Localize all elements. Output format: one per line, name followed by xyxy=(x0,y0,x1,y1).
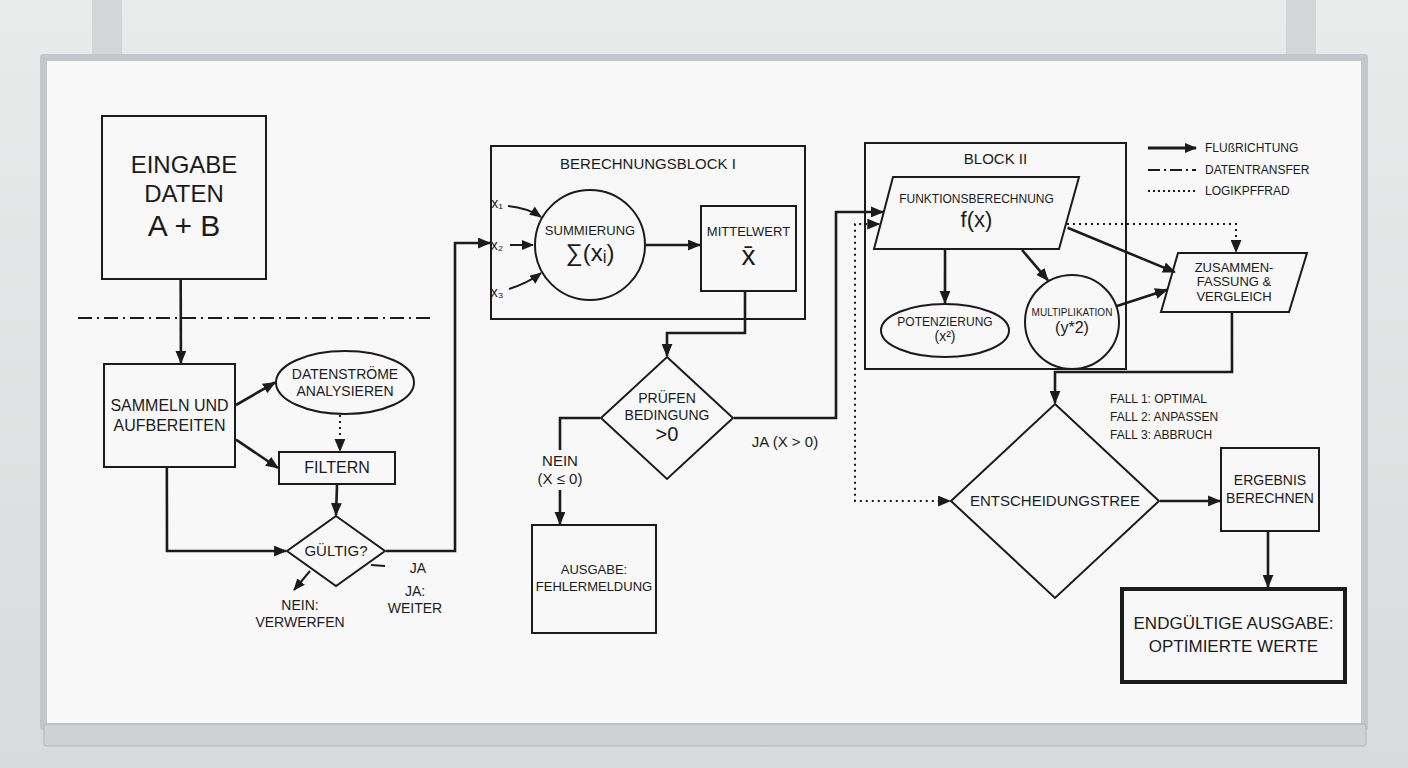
node-text: FILTERN xyxy=(304,459,369,477)
logic-path-connector xyxy=(855,224,950,501)
wall-rail xyxy=(1286,0,1316,60)
case-note: FALL 1: OPTIMAL xyxy=(1110,392,1207,406)
node-text: GÜLTIG? xyxy=(304,542,367,559)
flow-connector xyxy=(236,440,278,468)
flow-connector xyxy=(1267,532,1270,587)
outline-path xyxy=(287,516,385,586)
flow-connector xyxy=(734,212,883,418)
ellipse-node: MULTIPLIKATION(y*2) xyxy=(1024,274,1120,370)
flow-connector xyxy=(179,280,182,363)
flow-connector xyxy=(667,292,745,356)
ellipse-node: DATENSTRÖME ANALYSIEREN xyxy=(275,350,415,415)
block-heading: BERECHNUNGSBLOCK I xyxy=(560,155,736,172)
node-text: MULTIPLIKATION xyxy=(1032,307,1113,319)
process-box: MITTELWERTx̄ xyxy=(700,205,797,292)
node-text: ENTSCHEIDUNGSTREE xyxy=(970,492,1140,509)
node-text: ZUSAMMEN- FASSUNG & VERGLEICH xyxy=(1180,261,1288,304)
legend-text: LOGIKPFFRAD xyxy=(1205,184,1290,198)
node-text: ENDGÜLTIGE AUSGABE: OPTIMIERTE WERTE xyxy=(1126,613,1341,659)
branch-note: JA: WEITER xyxy=(383,583,448,617)
flow-connector xyxy=(1160,500,1220,503)
process-box: ENDGÜLTIGE AUSGABE: OPTIMIERTE WERTE xyxy=(1120,587,1347,684)
outline-path xyxy=(1161,253,1307,312)
node-text: SAMMELN UND AUFBEREITEN xyxy=(107,396,232,436)
node-text: ERGEBNIS BERECHNEN xyxy=(1223,472,1317,507)
block-frame: BERECHNUNGSBLOCK I SUMMIERUNG∑(xᵢ) MITTELW… xyxy=(490,145,806,320)
flow-connector xyxy=(944,250,947,303)
node-text: FUNKTIONSBERECHNUNG xyxy=(899,193,1054,207)
process-box: ERGEBNIS BERECHNEN xyxy=(1220,447,1320,532)
marker-tray xyxy=(44,724,1366,746)
node-text: ∑(xᵢ) xyxy=(566,239,615,267)
block-frame: BLOCK II FUNKTIONSBERECHNUNGf(x) POTENZIER… xyxy=(864,142,1127,370)
node-text: AUSGABE: FEHLERMELDUNG xyxy=(534,562,654,596)
branch-note: NEIN: VERWERFEN xyxy=(253,597,348,631)
flow-connector xyxy=(646,244,700,247)
case-note: FALL 3: ABBRUCH xyxy=(1110,428,1212,442)
ellipse-node: POTENZIERUNG(x²) xyxy=(880,303,1010,358)
process-box: EINGABE DATENA + B xyxy=(101,115,267,280)
edge-label: NEIN (X ≤ 0) xyxy=(534,450,586,490)
board-surface xyxy=(47,61,1361,723)
flow-connector xyxy=(336,485,337,515)
outline-path xyxy=(881,304,1009,357)
logic-path-connector xyxy=(339,415,341,451)
logic-path-connector xyxy=(1067,224,1236,252)
node-text: EINGABE DATEN xyxy=(109,151,259,209)
flow-connector xyxy=(167,468,286,551)
node-text: PRÜFEN BEDINGUNG xyxy=(617,390,717,422)
legend-sample xyxy=(1148,169,1196,171)
board-frame xyxy=(40,54,1368,730)
case-note: FALL 2: ANPASSEN xyxy=(1110,410,1218,424)
process-box: AUSGABE: FEHLERMELDUNG xyxy=(531,524,657,634)
input-arrow xyxy=(509,273,541,289)
node-text: (x²) xyxy=(935,329,956,344)
legend-text: DATENTRANSFER xyxy=(1205,163,1309,177)
ellipse-node: SUMMIERUNG∑(xᵢ) xyxy=(534,189,646,301)
legend-sample xyxy=(1148,190,1196,192)
flow-connector xyxy=(1117,290,1167,306)
node-text: A + B xyxy=(148,208,221,244)
data-parallelogram: ZUSAMMEN- FASSUNG & VERGLEICH xyxy=(1160,252,1308,313)
legend-text: FLUßRICHTUNG xyxy=(1205,141,1298,155)
edge-label: JA (X > 0) xyxy=(752,433,818,451)
flow-connector xyxy=(1022,250,1048,280)
flow-connector xyxy=(386,243,490,551)
node-text: f(x) xyxy=(961,207,993,232)
data-parallelogram: FUNKTIONSBERECHNUNGf(x) xyxy=(873,176,1080,250)
flow-connector xyxy=(1055,313,1232,403)
node-text: POTENZIERUNG xyxy=(897,316,992,329)
input-variable: x₁ xyxy=(491,195,503,212)
input-arrow xyxy=(510,244,533,246)
leader-line xyxy=(371,565,385,566)
separator-line xyxy=(78,317,435,319)
outline-path xyxy=(1025,275,1119,369)
input-variable: x₃ xyxy=(491,284,504,301)
wall-rail xyxy=(92,0,122,60)
outline-path xyxy=(601,357,733,479)
reject-arrow xyxy=(294,571,310,590)
node-text: (y*2) xyxy=(1055,319,1089,337)
legend-sample xyxy=(1148,147,1196,150)
node-text: x̄ xyxy=(742,240,756,272)
decision-diamond: GÜLTIG? xyxy=(286,515,386,587)
node-text: MITTELWERT xyxy=(707,225,790,240)
input-arrow xyxy=(508,206,541,217)
input-variable: x₂ xyxy=(491,237,503,254)
outline-path xyxy=(874,177,1079,249)
node-text: DATENSTRÖME ANALYSIEREN xyxy=(285,366,405,398)
flow-connector xyxy=(1068,228,1175,272)
node-text: SUMMIERUNG xyxy=(545,224,635,239)
decision-diamond: PRÜFEN BEDINGUNG>0 xyxy=(600,356,734,480)
edge-label: JA xyxy=(410,560,426,577)
block-heading: BLOCK II xyxy=(964,150,1027,167)
outline-path xyxy=(535,190,645,300)
process-box: FILTERN xyxy=(278,451,396,485)
flow-connector xyxy=(236,383,275,406)
outline-path xyxy=(276,351,414,414)
node-text: >0 xyxy=(656,423,679,446)
process-box: SAMMELN UND AUFBEREITEN xyxy=(103,363,236,468)
